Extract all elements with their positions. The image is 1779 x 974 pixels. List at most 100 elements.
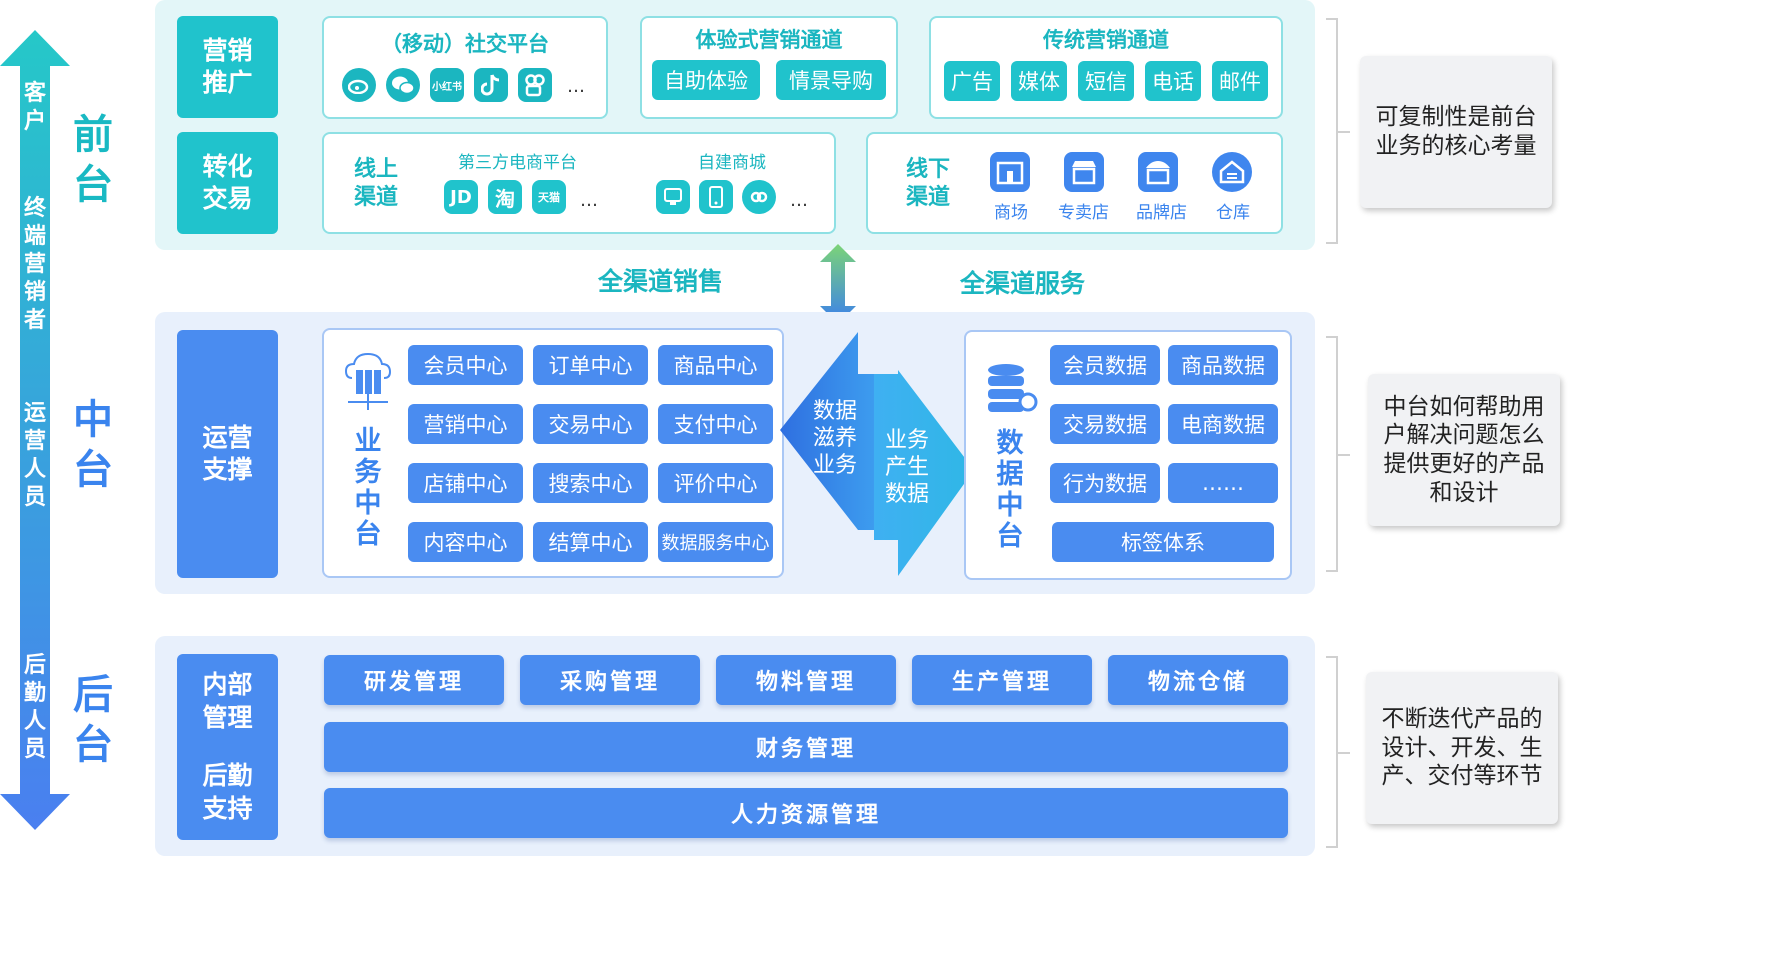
left-axis-arrow — [0, 30, 70, 830]
business-platform-box: 业务中台 会员中心 订单中心 商品中心 营销中心 交易中心 支付中心 店铺中心 … — [322, 328, 784, 578]
experiential-channel-title: 体验式营销通道 — [695, 28, 843, 52]
phone-item[interactable]: 电话 — [1145, 61, 1201, 101]
scenario-guide-item[interactable]: 情景导购 — [776, 60, 886, 100]
omni-service-label: 全渠道服务 — [960, 269, 1086, 298]
logistics-warehousing[interactable]: 物流仓储 — [1108, 655, 1288, 705]
material-management[interactable]: 物料管理 — [716, 655, 896, 705]
product-data[interactable]: 商品数据 — [1168, 345, 1278, 385]
data-platform-title: 数据中台 — [996, 428, 1024, 552]
social-platform-box: （移动）社交平台 小红书 … — [322, 16, 608, 119]
douyin-icon[interactable] — [474, 68, 508, 102]
behavior-data[interactable]: 行为数据 — [1050, 463, 1160, 503]
data-exchange-arrows — [778, 330, 978, 578]
trade-center[interactable]: 交易中心 — [533, 404, 648, 444]
xiaohongshu-icon[interactable]: 小红书 — [430, 68, 464, 102]
rd-management[interactable]: 研发管理 — [324, 655, 504, 705]
role-terminal-marketer: 终端营销者 — [23, 196, 46, 333]
order-center[interactable]: 订单中心 — [533, 345, 648, 385]
media-item[interactable]: 媒体 — [1011, 61, 1067, 101]
offline-item-mall: 商场 — [994, 203, 1028, 223]
ops-support-label: 运营支撑 — [177, 330, 278, 578]
production-management[interactable]: 生产管理 — [912, 655, 1092, 705]
specialty-store-icon[interactable] — [1064, 152, 1104, 192]
omni-sales-label: 全渠道销售 — [598, 267, 724, 296]
pc-mall-icon[interactable] — [656, 180, 690, 214]
cloud-server-icon — [342, 352, 394, 418]
offline-channel-label: 线下渠道 — [906, 157, 951, 210]
front-note: 可复制性是前台业务的核心考量 — [1360, 56, 1552, 208]
role-logistics-staff: 后勤人员 — [23, 653, 46, 762]
experiential-channel-box: 体验式营销通道 自助体验 情景导购 — [640, 16, 898, 119]
back-bracket — [1326, 656, 1350, 848]
middle-note: 中台如何帮助用户解决问题怎么提供更好的产品和设计 — [1368, 374, 1560, 526]
kuaishou-icon[interactable] — [518, 68, 552, 102]
mall-icon[interactable] — [990, 152, 1030, 192]
layer-front-title: 前台 — [73, 112, 113, 208]
third-party-more: … — [580, 190, 598, 211]
content-center[interactable]: 内容中心 — [408, 522, 523, 562]
store-center[interactable]: 店铺中心 — [408, 463, 523, 503]
traditional-channel-title: 传统营销通道 — [1043, 28, 1169, 52]
email-item[interactable]: 邮件 — [1212, 61, 1268, 101]
middle-bracket — [1326, 336, 1350, 572]
tag-system[interactable]: 标签体系 — [1052, 522, 1274, 562]
online-channel-label: 线上渠道 — [354, 157, 399, 210]
offline-item-brand-store: 品牌店 — [1136, 203, 1187, 223]
data-feeds-business-label: 数据滋养业务 — [812, 399, 857, 478]
search-center[interactable]: 搜索中心 — [533, 463, 648, 503]
more-data[interactable]: …… — [1168, 463, 1278, 503]
payment-center[interactable]: 支付中心 — [658, 404, 773, 444]
internal-management-text: 内部管理 — [202, 670, 253, 732]
sms-item[interactable]: 短信 — [1078, 61, 1134, 101]
traditional-channel-box: 传统营销通道 广告 媒体 短信 电话 邮件 — [929, 16, 1283, 119]
procurement-management[interactable]: 采购管理 — [520, 655, 700, 705]
logistics-support-text: 后勤支持 — [202, 761, 253, 823]
up-down-arrow-icon — [820, 244, 856, 324]
wechat-icon[interactable] — [386, 68, 420, 102]
taobao-icon[interactable]: 淘 — [488, 180, 522, 214]
self-experience-item[interactable]: 自助体验 — [652, 60, 760, 100]
product-center[interactable]: 商品中心 — [658, 345, 773, 385]
front-bracket — [1326, 18, 1350, 244]
social-platform-title: （移动）社交平台 — [381, 32, 549, 56]
online-channel-box: 线上渠道 第三方电商平台 自建商城 JD 淘 天猫 … … — [322, 132, 836, 234]
member-data[interactable]: 会员数据 — [1050, 345, 1160, 385]
marketing-center[interactable]: 营销中心 — [408, 404, 523, 444]
app-mall-icon[interactable] — [699, 180, 733, 214]
self-built-title: 自建商城 — [698, 153, 766, 173]
marketing-label: 营销推广 — [177, 16, 278, 118]
hr-management[interactable]: 人力资源管理 — [324, 788, 1288, 838]
business-produces-data-label: 业务产生数据 — [884, 428, 929, 507]
trade-label: 转化交易 — [177, 132, 278, 234]
review-center[interactable]: 评价中心 — [658, 463, 773, 503]
ad-item[interactable]: 广告 — [944, 61, 1000, 101]
offline-item-warehouse: 仓库 — [1216, 203, 1250, 223]
offline-item-specialty-store: 专卖店 — [1058, 203, 1109, 223]
miniprogram-icon[interactable] — [742, 180, 776, 214]
brand-store-icon[interactable] — [1138, 152, 1178, 192]
data-service-center[interactable]: 数据服务中心 — [658, 522, 773, 562]
double-arrow-icon — [0, 30, 70, 830]
weibo-icon[interactable] — [342, 68, 376, 102]
layer-middle-title: 中台 — [73, 397, 113, 493]
ecommerce-data[interactable]: 电商数据 — [1168, 404, 1278, 444]
database-icon — [984, 362, 1040, 424]
back-note: 不断迭代产品的设计、开发、生产、交付等环节 — [1366, 672, 1558, 824]
exchange-arrows-shape — [780, 332, 974, 576]
self-built-more: … — [790, 190, 808, 211]
offline-channel-box: 线下渠道 商场 专卖店 品牌店 仓库 — [866, 132, 1283, 234]
business-platform-title: 业务中台 — [354, 426, 382, 550]
role-customer: 客户 — [23, 81, 46, 134]
third-party-title: 第三方电商平台 — [458, 153, 577, 173]
trade-data[interactable]: 交易数据 — [1050, 404, 1160, 444]
warehouse-icon[interactable] — [1212, 152, 1252, 192]
jd-icon[interactable]: JD — [444, 180, 478, 214]
settlement-center[interactable]: 结算中心 — [533, 522, 648, 562]
role-operators: 运营人员 — [23, 401, 46, 510]
layer-back-title: 后台 — [73, 672, 113, 768]
member-center[interactable]: 会员中心 — [408, 345, 523, 385]
tmall-icon[interactable]: 天猫 — [532, 180, 566, 214]
finance-management[interactable]: 财务管理 — [324, 722, 1288, 772]
social-more: … — [567, 76, 585, 97]
data-platform-box: 数据中台 会员数据 商品数据 交易数据 电商数据 行为数据 …… 标签体系 — [964, 330, 1292, 580]
